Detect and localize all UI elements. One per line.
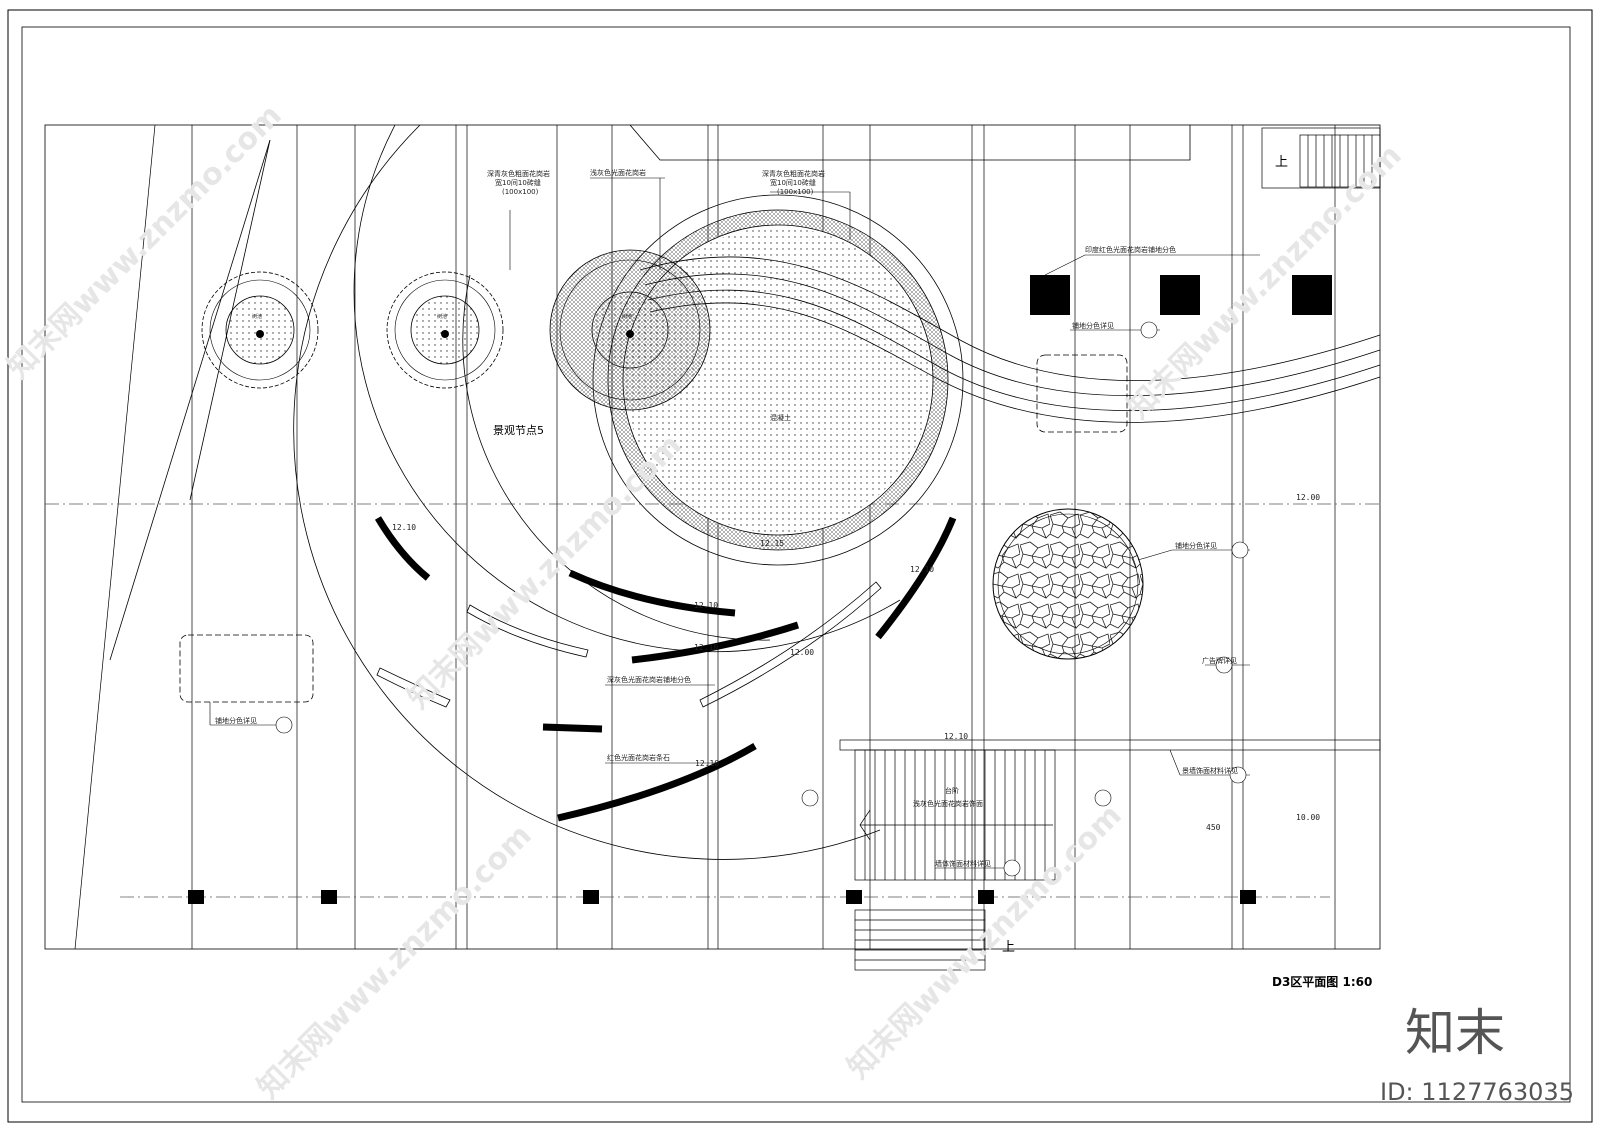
column-markers (188, 890, 1256, 904)
stair-platform (839, 739, 1381, 971)
note-a1-line1: 深青灰色粗面花岗岩 (487, 169, 550, 178)
annotation-texts: 深青灰色粗面花岗岩 宽10间10砖缝 (100x100) 浅灰色光面花岗岩 深青… (215, 168, 1238, 868)
tree-pit-2: 树池 (386, 271, 504, 389)
note-a1-line3: (100x100) (502, 188, 539, 196)
note-a8: 深灰色光面花岗岩铺地分色 (607, 675, 691, 684)
note-a9: 铺地分色详见 (215, 716, 257, 725)
elevation-10: 12.10 (910, 565, 934, 574)
tree-pit-1: 树池 (201, 271, 319, 389)
note-a2: 浅灰色光面花岗岩 (590, 168, 646, 177)
note-a5: 铺地分色详见 (1072, 321, 1114, 330)
up-label-bottom: 上 (1002, 940, 1015, 955)
outline-strips (376, 581, 882, 708)
node-label: 景观节点5 (493, 424, 544, 437)
elevation-7: 10.00 (1296, 813, 1320, 822)
id-text: ID: 1127763035 (1380, 1078, 1574, 1106)
watermark-4: 知末网www.znzmo.com (251, 818, 539, 1106)
note-a1-line2: 宽10间10砖缝 (495, 178, 541, 187)
note-a12: 墙体饰面材料详见 (935, 859, 991, 868)
tree-label-2: 树池 (437, 313, 447, 320)
axis-lines (45, 503, 1380, 898)
tree-label-1: 树池 (252, 313, 262, 320)
curved-walkway (639, 256, 1381, 423)
elevation-2: 12.10 (694, 601, 718, 610)
note-a13: 景墙饰面材料详见 (1182, 766, 1238, 775)
elevation-1: 12.00 (1296, 493, 1320, 502)
dimension-450: 450 (1206, 823, 1221, 832)
elevation-5: 12.10 (944, 732, 968, 741)
note-a11-line1: 台阶 (945, 786, 959, 795)
elevation-9: 12.10 (392, 523, 416, 532)
note-a3-line1: 深青灰色粗面花岗岩 (762, 169, 825, 178)
top-stair (1261, 127, 1381, 189)
note-a7: 广告牌详见 (1202, 656, 1237, 665)
tree-label-3: 树池 (622, 313, 632, 320)
elevation-6: 12.10 (695, 759, 719, 768)
planter-blocks (1030, 275, 1332, 315)
stone-circle (992, 508, 1144, 660)
elevation-4: 12.00 (790, 648, 814, 657)
note-a6: 铺地分色详见 (1175, 541, 1217, 550)
note-a3-line3: (100x100) (777, 188, 814, 196)
watermark-2: 知末网www.znzmo.com (401, 428, 689, 716)
section-symbols (275, 321, 1249, 877)
note-a4: 印度红色光面花岗岩铺地分色 (1085, 245, 1176, 254)
note-a3-line2: 宽10间10砖缝 (770, 178, 816, 187)
plaza-label: 混凝土 (770, 413, 791, 422)
note-a11-line2: 浅灰色光面花岗岩饰面 (913, 799, 983, 808)
elevation-3: 12.10 (694, 643, 718, 652)
tree-pit-3: 树池 (549, 249, 711, 411)
elevation-marks: 12.00 12.10 12.10 12.00 12.10 12.10 10.0… (392, 493, 1320, 832)
drawing-title: D3区平面图 1:60 (1272, 975, 1372, 989)
elevation-8: 12.15 (760, 539, 784, 548)
brand-logo-text: 知末 (1405, 1004, 1505, 1062)
up-label-top: 上 (1275, 155, 1288, 170)
granite-strips (374, 516, 957, 822)
detail-callouts (179, 354, 1128, 703)
note-a10: 红色光面花岗岩条石 (607, 753, 670, 762)
sheet-frame (7, 9, 1593, 1123)
